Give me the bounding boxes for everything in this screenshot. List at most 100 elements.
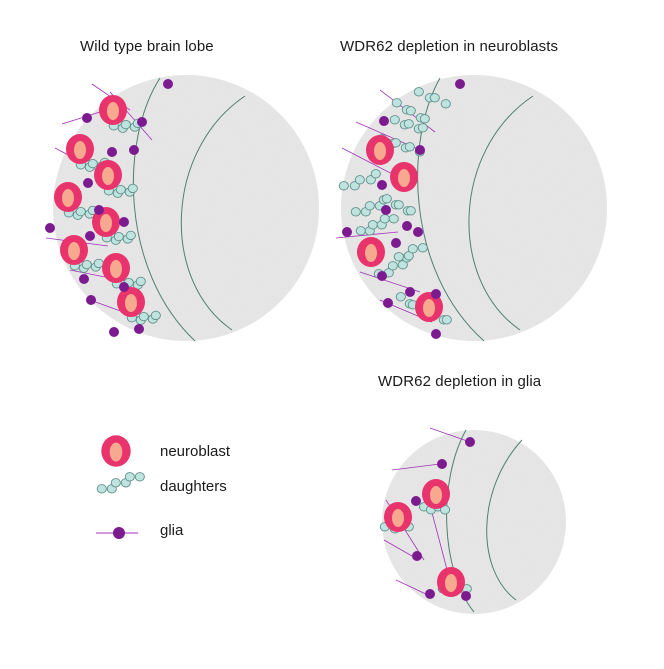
- daughter-cell: [115, 184, 126, 195]
- daughter-chain: [338, 169, 381, 191]
- neuroblast-nucleus: [62, 189, 74, 207]
- glia-cell: [425, 589, 435, 599]
- daughter-cell: [404, 142, 415, 152]
- glia-cell: [107, 147, 117, 157]
- daughter-cell: [387, 261, 398, 271]
- glia-cell: [134, 324, 144, 334]
- neuroblast: [99, 95, 127, 125]
- daughter-cell: [87, 158, 98, 169]
- daughter-chain: [393, 243, 428, 262]
- daughter-cell: [135, 276, 146, 287]
- panel-title-glia-depletion: WDR62 depletion in glia: [378, 373, 542, 390]
- glia-cell: [79, 274, 89, 284]
- daughter-cell: [354, 175, 365, 185]
- cells-layer: [45, 79, 475, 601]
- neuroblast: [366, 135, 394, 165]
- glia-cell: [119, 217, 129, 227]
- daughter-cell: [407, 244, 418, 254]
- neuroblast-nucleus: [125, 294, 137, 312]
- daughter-cell: [138, 311, 149, 322]
- neuroblast: [390, 162, 418, 192]
- daughter-cell: [113, 231, 124, 242]
- glia-cell: [113, 527, 125, 539]
- neuroblast-nucleus: [430, 486, 442, 504]
- daughter-chain: [96, 472, 145, 494]
- daughter-cell: [81, 259, 92, 270]
- neuroblast-nucleus: [365, 244, 377, 262]
- glia-cell: [379, 116, 389, 126]
- glia-cell: [381, 205, 391, 215]
- neuroblast: [101, 435, 131, 467]
- glia-cell: [119, 282, 129, 292]
- daughter-cell: [96, 484, 107, 494]
- daughter-cell: [395, 292, 406, 302]
- glia-cell: [45, 223, 55, 233]
- neuroblast-depletion-lobe: [335, 75, 607, 342]
- brain-lobe: [382, 430, 566, 614]
- daughter-cell: [391, 98, 402, 108]
- glia-cell: [437, 459, 447, 469]
- neuroblast-nucleus: [74, 141, 86, 159]
- daughter-cell: [364, 201, 375, 211]
- daughter-chain: [391, 98, 430, 124]
- glia-cell: [413, 227, 423, 237]
- glia-cell: [391, 238, 401, 248]
- legend-label-daughters: daughters: [160, 478, 227, 495]
- daughter-cell: [75, 206, 86, 217]
- daughter-chain: [126, 310, 161, 325]
- glia-cell: [377, 180, 387, 190]
- daughter-chain: [381, 194, 416, 216]
- daughter-cell: [393, 252, 404, 262]
- daughter-cell: [125, 230, 136, 241]
- panel-title-wild-type: Wild type brain lobe: [80, 38, 214, 55]
- daughter-cell: [441, 315, 452, 325]
- lobe-boundary-inner: [180, 95, 246, 331]
- neuroblast: [437, 567, 465, 597]
- daughter-chain: [389, 115, 428, 134]
- glia-cell: [431, 289, 441, 299]
- wild-type-cells: [45, 79, 173, 337]
- neuroblast: [117, 287, 145, 317]
- daughter-chain: [413, 87, 451, 109]
- glia-cell: [94, 205, 104, 215]
- glia-cell: [431, 329, 441, 339]
- glia-cell: [86, 295, 96, 305]
- glia-cell: [461, 591, 471, 601]
- daughter-cell: [355, 226, 366, 236]
- daughter-cell: [379, 214, 390, 224]
- neuroblast: [94, 160, 122, 190]
- neuroblast-nucleus: [398, 169, 410, 187]
- neuroblast: [54, 182, 82, 212]
- glia-cell: [415, 145, 425, 155]
- neuroblast: [66, 134, 94, 164]
- daughter-cell: [370, 169, 381, 179]
- daughter-cell: [93, 258, 104, 269]
- glia-cell: [82, 113, 92, 123]
- daughter-cell: [388, 214, 399, 224]
- lobe-boundary-inner: [486, 439, 523, 601]
- lobe-boundary-outer: [417, 77, 485, 342]
- daughter-cell: [403, 119, 414, 129]
- panel-title-neuroblast-depletion: WDR62 depletion in neuroblasts: [340, 38, 559, 55]
- daughter-cell: [413, 87, 424, 97]
- glia-cell: [129, 145, 139, 155]
- neuroblast-nucleus: [445, 574, 457, 592]
- glia-cell: [411, 496, 421, 506]
- daughter-cell: [381, 194, 392, 204]
- neuroblast: [102, 253, 130, 283]
- daughter-cell: [134, 472, 145, 482]
- daughter-cell: [439, 505, 451, 515]
- daughter-cell: [440, 99, 451, 109]
- neuroblast-nucleus: [392, 509, 404, 527]
- neuroblast-nucleus: [423, 299, 435, 317]
- daughter-cell: [417, 123, 428, 133]
- glia-depletion-cells: [379, 437, 475, 601]
- neuroblast-nucleus: [100, 214, 112, 232]
- neuroblast-nucleus: [109, 442, 123, 462]
- neuroblast-nucleus: [110, 260, 122, 278]
- neuroblast-nucleus: [374, 142, 386, 160]
- glia-cell: [83, 178, 93, 188]
- daughter-cell: [417, 243, 428, 253]
